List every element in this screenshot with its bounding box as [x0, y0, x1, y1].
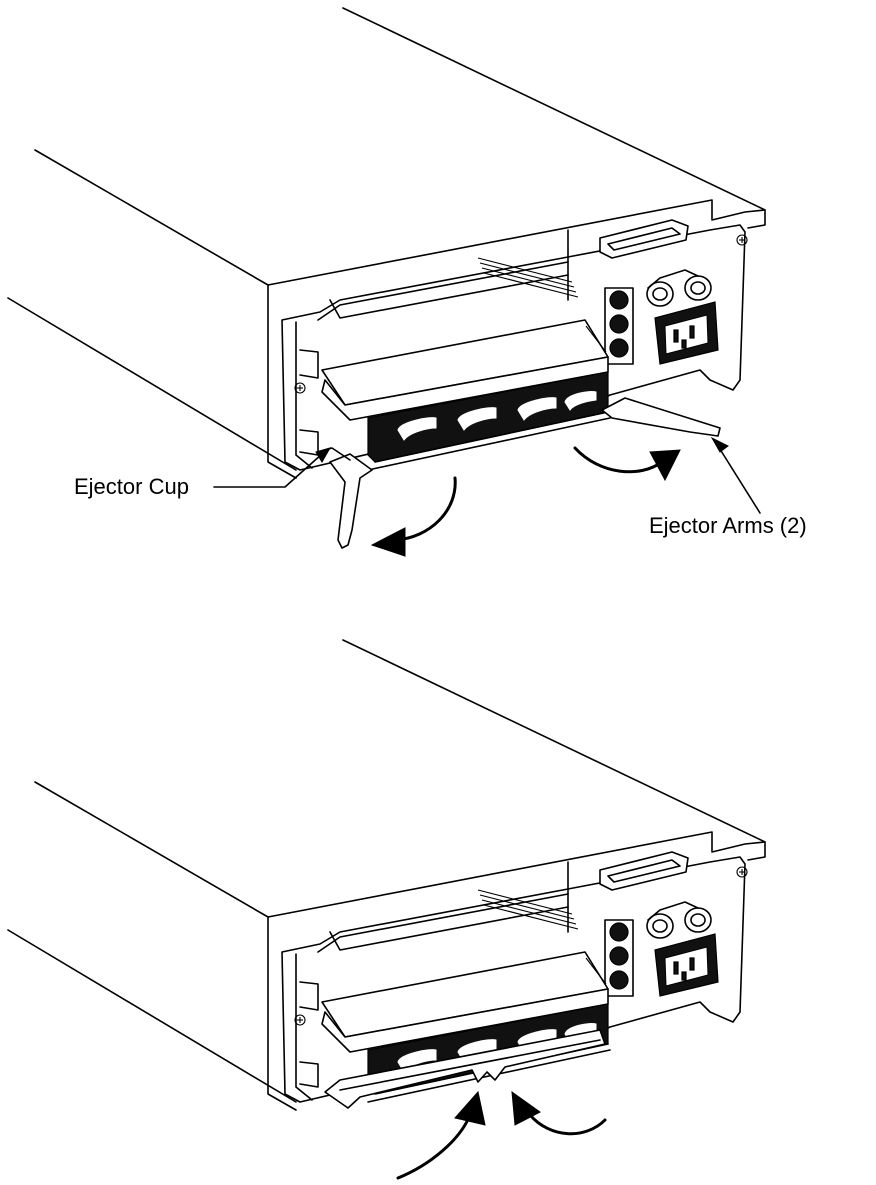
instrument-rear-view-2 [7, 639, 766, 1111]
ejector-arms-label: Ejector Arms (2) [649, 513, 807, 538]
rotate-arrow-right [573, 446, 681, 482]
ejector-cup-label: Ejector Cup [74, 474, 189, 499]
ejector-cup-leader [213, 453, 323, 488]
right-ejector-arm [601, 397, 721, 437]
close-arrow-left [396, 1090, 486, 1180]
left-ejector-arm [329, 453, 373, 549]
panel-arms-closed [7, 639, 766, 1180]
closed-ejector-arms [324, 1029, 606, 1109]
close-arrow-right [511, 1090, 607, 1136]
ejector-arms-leader [717, 445, 761, 514]
panel-arms-open [7, 7, 766, 557]
rotate-arrow-left [370, 476, 457, 557]
